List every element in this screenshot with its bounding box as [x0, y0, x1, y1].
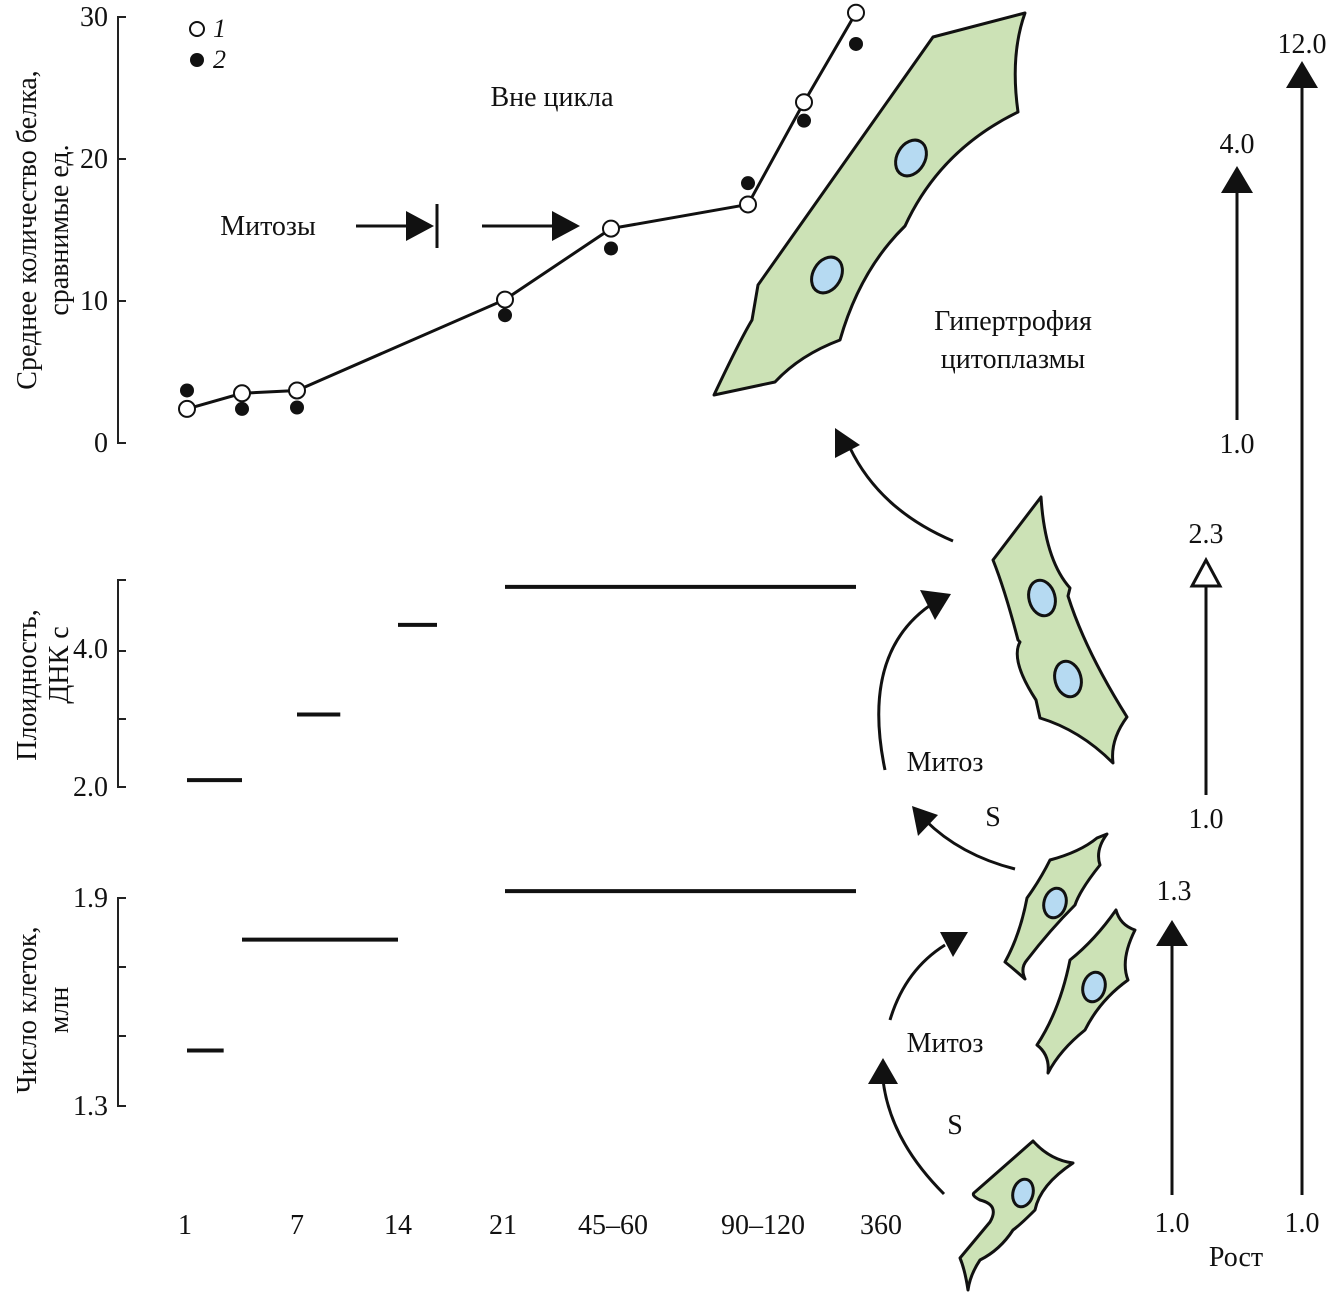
growth-from-ploidy: 1.0 [1189, 804, 1224, 835]
nucleus [1011, 1177, 1035, 1209]
series-2-point [797, 113, 811, 128]
mitosis-label-lower: Митоз [907, 1028, 984, 1059]
series-1-point [602, 219, 620, 238]
series-1-point [496, 290, 514, 309]
legend: 1 2 [189, 14, 226, 74]
series-1-point [795, 93, 813, 112]
ploidy-y-tick-label: 2.0 [73, 772, 108, 803]
arrowhead-icon [406, 211, 434, 241]
x-tick-label: 1 [178, 1210, 192, 1241]
series-2-point [290, 400, 304, 415]
legend-label-2: 2 [213, 45, 226, 74]
x-tick-label: 45–60 [578, 1210, 648, 1241]
legend-marker-open [189, 21, 205, 37]
protein-y-axis-title-line2: сравнимые ед. [44, 144, 75, 315]
ploidy-y-axis [117, 579, 126, 788]
nucleus [1042, 886, 1068, 920]
growth-label: Рост [1209, 1242, 1263, 1273]
series-1-point [288, 381, 306, 400]
arrowhead-icon [552, 211, 580, 241]
series-1-point [847, 3, 865, 22]
s-phase-label-lower: S [947, 1110, 963, 1141]
series-2-point [849, 36, 863, 51]
protein-y-tick-label: 30 [80, 2, 108, 33]
series-1-line [186, 11, 858, 411]
original-cell [958, 1139, 1075, 1292]
growth-from-protein: 1.0 [1220, 429, 1255, 460]
arrowhead-icon [868, 1058, 898, 1084]
nucleus [1053, 659, 1083, 699]
mitoses-arrows [356, 204, 580, 248]
growth-to-total: 12.0 [1278, 29, 1327, 60]
x-tick-label: 21 [489, 1210, 517, 1241]
growth-to-cell-count: 1.3 [1157, 876, 1192, 907]
series-2-point [235, 401, 249, 416]
arrowhead-icon [920, 590, 951, 620]
protein-y-tick-label: 0 [94, 428, 108, 459]
hypertrophy-label-line1: Гипертрофия [934, 306, 1092, 337]
protein-y-axis-title-line1: Среднее количество белка, [12, 70, 43, 389]
mitoses-label: Митозы [220, 211, 316, 242]
mitosis-arrow-lower [888, 943, 946, 1021]
arrowhead-icon [940, 932, 968, 957]
binucleate-cell [991, 495, 1129, 765]
hypertrophied-cell [712, 11, 1027, 397]
protein-y-tick-label: 20 [80, 144, 108, 175]
legend-marker-filled [190, 53, 204, 67]
x-tick-label: 90–120 [721, 1210, 805, 1241]
x-tick-label: 7 [290, 1210, 304, 1241]
nucleus [1081, 970, 1107, 1004]
series-2-point [498, 308, 512, 323]
nucleus [894, 138, 928, 178]
hypertrophy-arrow [848, 447, 954, 543]
growth-from-total: 1.0 [1285, 1208, 1320, 1239]
growth-to-protein: 4.0 [1220, 129, 1255, 160]
s-phase-label-upper: S [985, 802, 1001, 833]
arrowhead-icon [912, 806, 938, 836]
hypertrophy-label-line2: цитоплазмы [941, 344, 1086, 375]
out-of-cycle-label: Вне цикла [490, 82, 614, 113]
series-2-point [604, 241, 618, 256]
growth-from-cell-count: 1.0 [1155, 1208, 1190, 1239]
arrowhead-icon [1156, 920, 1188, 946]
protein-y-tick-label: 10 [80, 286, 108, 317]
mitosis-label-upper: Митоз [907, 747, 984, 778]
s-phase-arrow-upper [923, 818, 1016, 871]
nucleus [810, 255, 844, 295]
series-2-point [741, 176, 755, 191]
ploidy-y-axis-title-line2: ДНК с [44, 626, 75, 703]
x-tick-label: 360 [860, 1210, 902, 1241]
x-axis-labels: 1 7 14 21 45–60 90–120 360 [178, 1210, 902, 1241]
cell-count-y-tick-label: 1.9 [73, 883, 108, 914]
cell-count-y-tick-label: 1.3 [73, 1091, 108, 1122]
protein-y-axis [117, 16, 126, 444]
cell-count-y-axis [117, 897, 126, 1107]
cell-count-y-axis-title-line2: млн [44, 987, 75, 1034]
ploidy-panel: Плоидность, ДНК с 2.0 4.0 [12, 579, 856, 803]
series-1-point [233, 384, 251, 403]
x-tick-label: 14 [384, 1210, 412, 1241]
open-arrowhead-icon [1189, 556, 1223, 588]
s-phase-arrow-lower [881, 1079, 946, 1196]
protein-panel: Среднее количество белка, сравнимые ед. … [12, 2, 865, 459]
nucleus [1027, 578, 1057, 618]
growth-to-ploidy: 2.3 [1189, 519, 1224, 550]
series-1-point [178, 399, 196, 418]
mitosis-arrow-upper [877, 600, 936, 771]
series-1-point [739, 195, 757, 214]
arrowhead-icon [1286, 61, 1318, 88]
arrowhead-icon [1221, 166, 1253, 193]
cell-count-panel: Число клеток, млн 1.3 1.9 [12, 883, 856, 1122]
cell-diagram: Гипертрофия цитоплазмы Митоз S Митоз S [712, 11, 1137, 1292]
ploidy-y-tick-label: 4.0 [73, 634, 108, 665]
ploidy-y-axis-title-line1: Плоидность, [12, 609, 43, 761]
legend-label-1: 1 [213, 14, 226, 43]
arrowhead-icon [835, 428, 860, 458]
growth-arrows: 1.3 1.0 2.3 1.0 4.0 1.0 12.0 1.0 Рост [1155, 29, 1327, 1273]
series-2-point [180, 383, 194, 398]
cell-count-y-axis-title-line1: Число клеток, [12, 926, 43, 1093]
